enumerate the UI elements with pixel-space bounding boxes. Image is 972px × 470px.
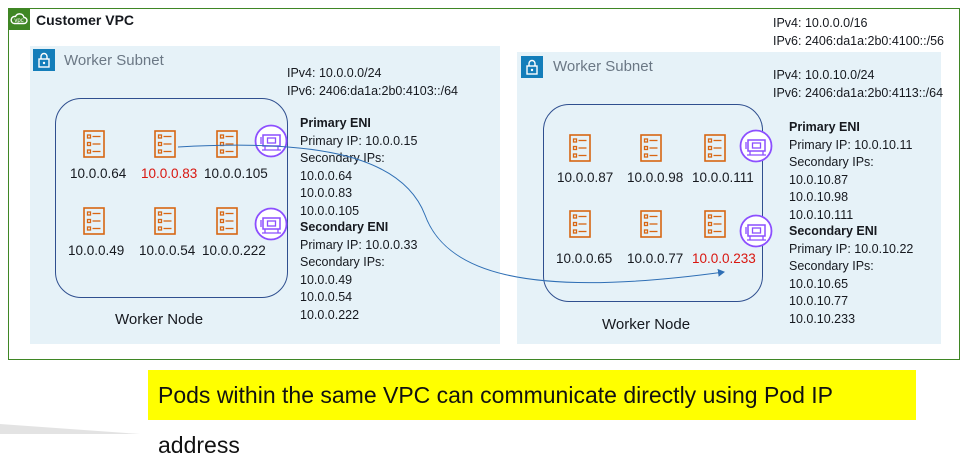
pod-ip: 10.0.0.105 — [204, 166, 268, 181]
eni-secondary-ip: 10.0.0.83 — [300, 186, 353, 200]
pod-ip-source: 10.0.0.83 — [141, 166, 198, 181]
pod-ip: 10.0.0.87 — [557, 170, 614, 185]
caption: Pods within the same VPC can communicate… — [148, 370, 916, 458]
eni-title: Secondary ENI — [300, 220, 389, 234]
eni-secondary-ip: 10.0.0.105 — [300, 203, 360, 218]
subnet-ipv4: IPv4: 10.0.10.0/24 — [773, 68, 875, 82]
pod-ip: 10.0.0.64 — [70, 166, 127, 181]
pod-ip: 10.0.0.77 — [627, 251, 684, 266]
worker-node-left — [55, 98, 288, 298]
pod-ip: 10.0.0.49 — [68, 243, 125, 258]
vpc-container — [8, 8, 960, 360]
subnet-label: Worker Subnet — [64, 52, 164, 69]
pod-ip: 10.0.0.54 — [139, 243, 196, 258]
eni-primary-ip: Primary IP: 10.0.10.11 — [789, 137, 913, 152]
eni-primary-ip: Primary IP: 10.0.0.33 — [300, 237, 418, 252]
subnet-ipv4: IPv4: 10.0.0.0/24 — [287, 66, 382, 80]
eni-secondary-ip: 10.0.0.54 — [300, 290, 353, 304]
pod-ip-destination: 10.0.0.233 — [692, 251, 756, 266]
worker-node-label: Worker Node — [602, 316, 691, 333]
pod-ip: 10.0.0.222 — [202, 243, 266, 258]
eni-secondary-ip: 10.0.10.87 — [789, 172, 849, 187]
cloud-icon: vpc — [8, 8, 30, 30]
eni-title: Primary ENI — [789, 120, 860, 134]
eni-primary-ip: Primary IP: 10.0.0.15 — [300, 133, 418, 148]
eni-secondary-ip: 10.0.0.222 — [300, 307, 360, 322]
pod-ip: 10.0.0.111 — [692, 170, 754, 185]
eni-primary-ip: Primary IP: 10.0.10.22 — [789, 241, 914, 256]
svg-text:vpc: vpc — [14, 18, 23, 24]
vpc-ipv4: IPv4: 10.0.0.0/16 — [773, 16, 868, 30]
subnet-ipv6: IPv6: 2406:da1a:2b0:4103::/64 — [287, 84, 458, 98]
eni-secondary-label: Secondary IPs: — [300, 255, 385, 269]
pod-ip: 10.0.0.65 — [556, 251, 613, 266]
worker-subnet-right — [517, 52, 941, 344]
eni-secondary-ip: 10.0.10.233 — [789, 311, 856, 326]
vpc-title: Customer VPC — [36, 12, 135, 28]
worker-node-label: Worker Node — [115, 311, 204, 328]
eni-secondary-label: Secondary IPs: — [789, 259, 874, 273]
eni-secondary-ip: 10.0.10.65 — [789, 276, 849, 291]
eni-title: Primary ENI — [300, 116, 371, 130]
vpc-ipv6: IPv6: 2406:da1a:2b0:4100::/56 — [773, 34, 944, 48]
eni-secondary-ip: 10.0.10.98 — [789, 190, 849, 204]
eni-secondary-ip: 10.0.10.77 — [789, 294, 849, 308]
eni-secondary-ip: 10.0.10.111 — [789, 207, 854, 222]
pod-ip: 10.0.0.98 — [627, 170, 684, 185]
secondary-eni-details: Secondary ENI Primary IP: 10.0.10.22 Sec… — [789, 223, 913, 328]
eni-secondary-ip: 10.0.0.64 — [300, 168, 353, 183]
decorative-shadow — [0, 424, 140, 434]
lock-icon — [33, 49, 55, 71]
eni-secondary-label: Secondary IPs: — [789, 155, 874, 169]
pod-connection-arrow — [177, 144, 725, 284]
eni-title: Secondary ENI — [789, 224, 878, 238]
primary-eni-details: Primary ENI Primary IP: 10.0.10.11 Secon… — [789, 119, 912, 224]
secondary-eni-details: Secondary ENI Primary IP: 10.0.0.33 Seco… — [300, 219, 417, 324]
worker-node-right — [543, 104, 763, 302]
subnet-ipv6: IPv6: 2406:da1a:2b0:4113::/64 — [773, 86, 944, 100]
eni-secondary-ip: 10.0.0.49 — [300, 272, 353, 287]
subnet-label: Worker Subnet — [553, 58, 653, 75]
lock-icon — [521, 56, 543, 78]
